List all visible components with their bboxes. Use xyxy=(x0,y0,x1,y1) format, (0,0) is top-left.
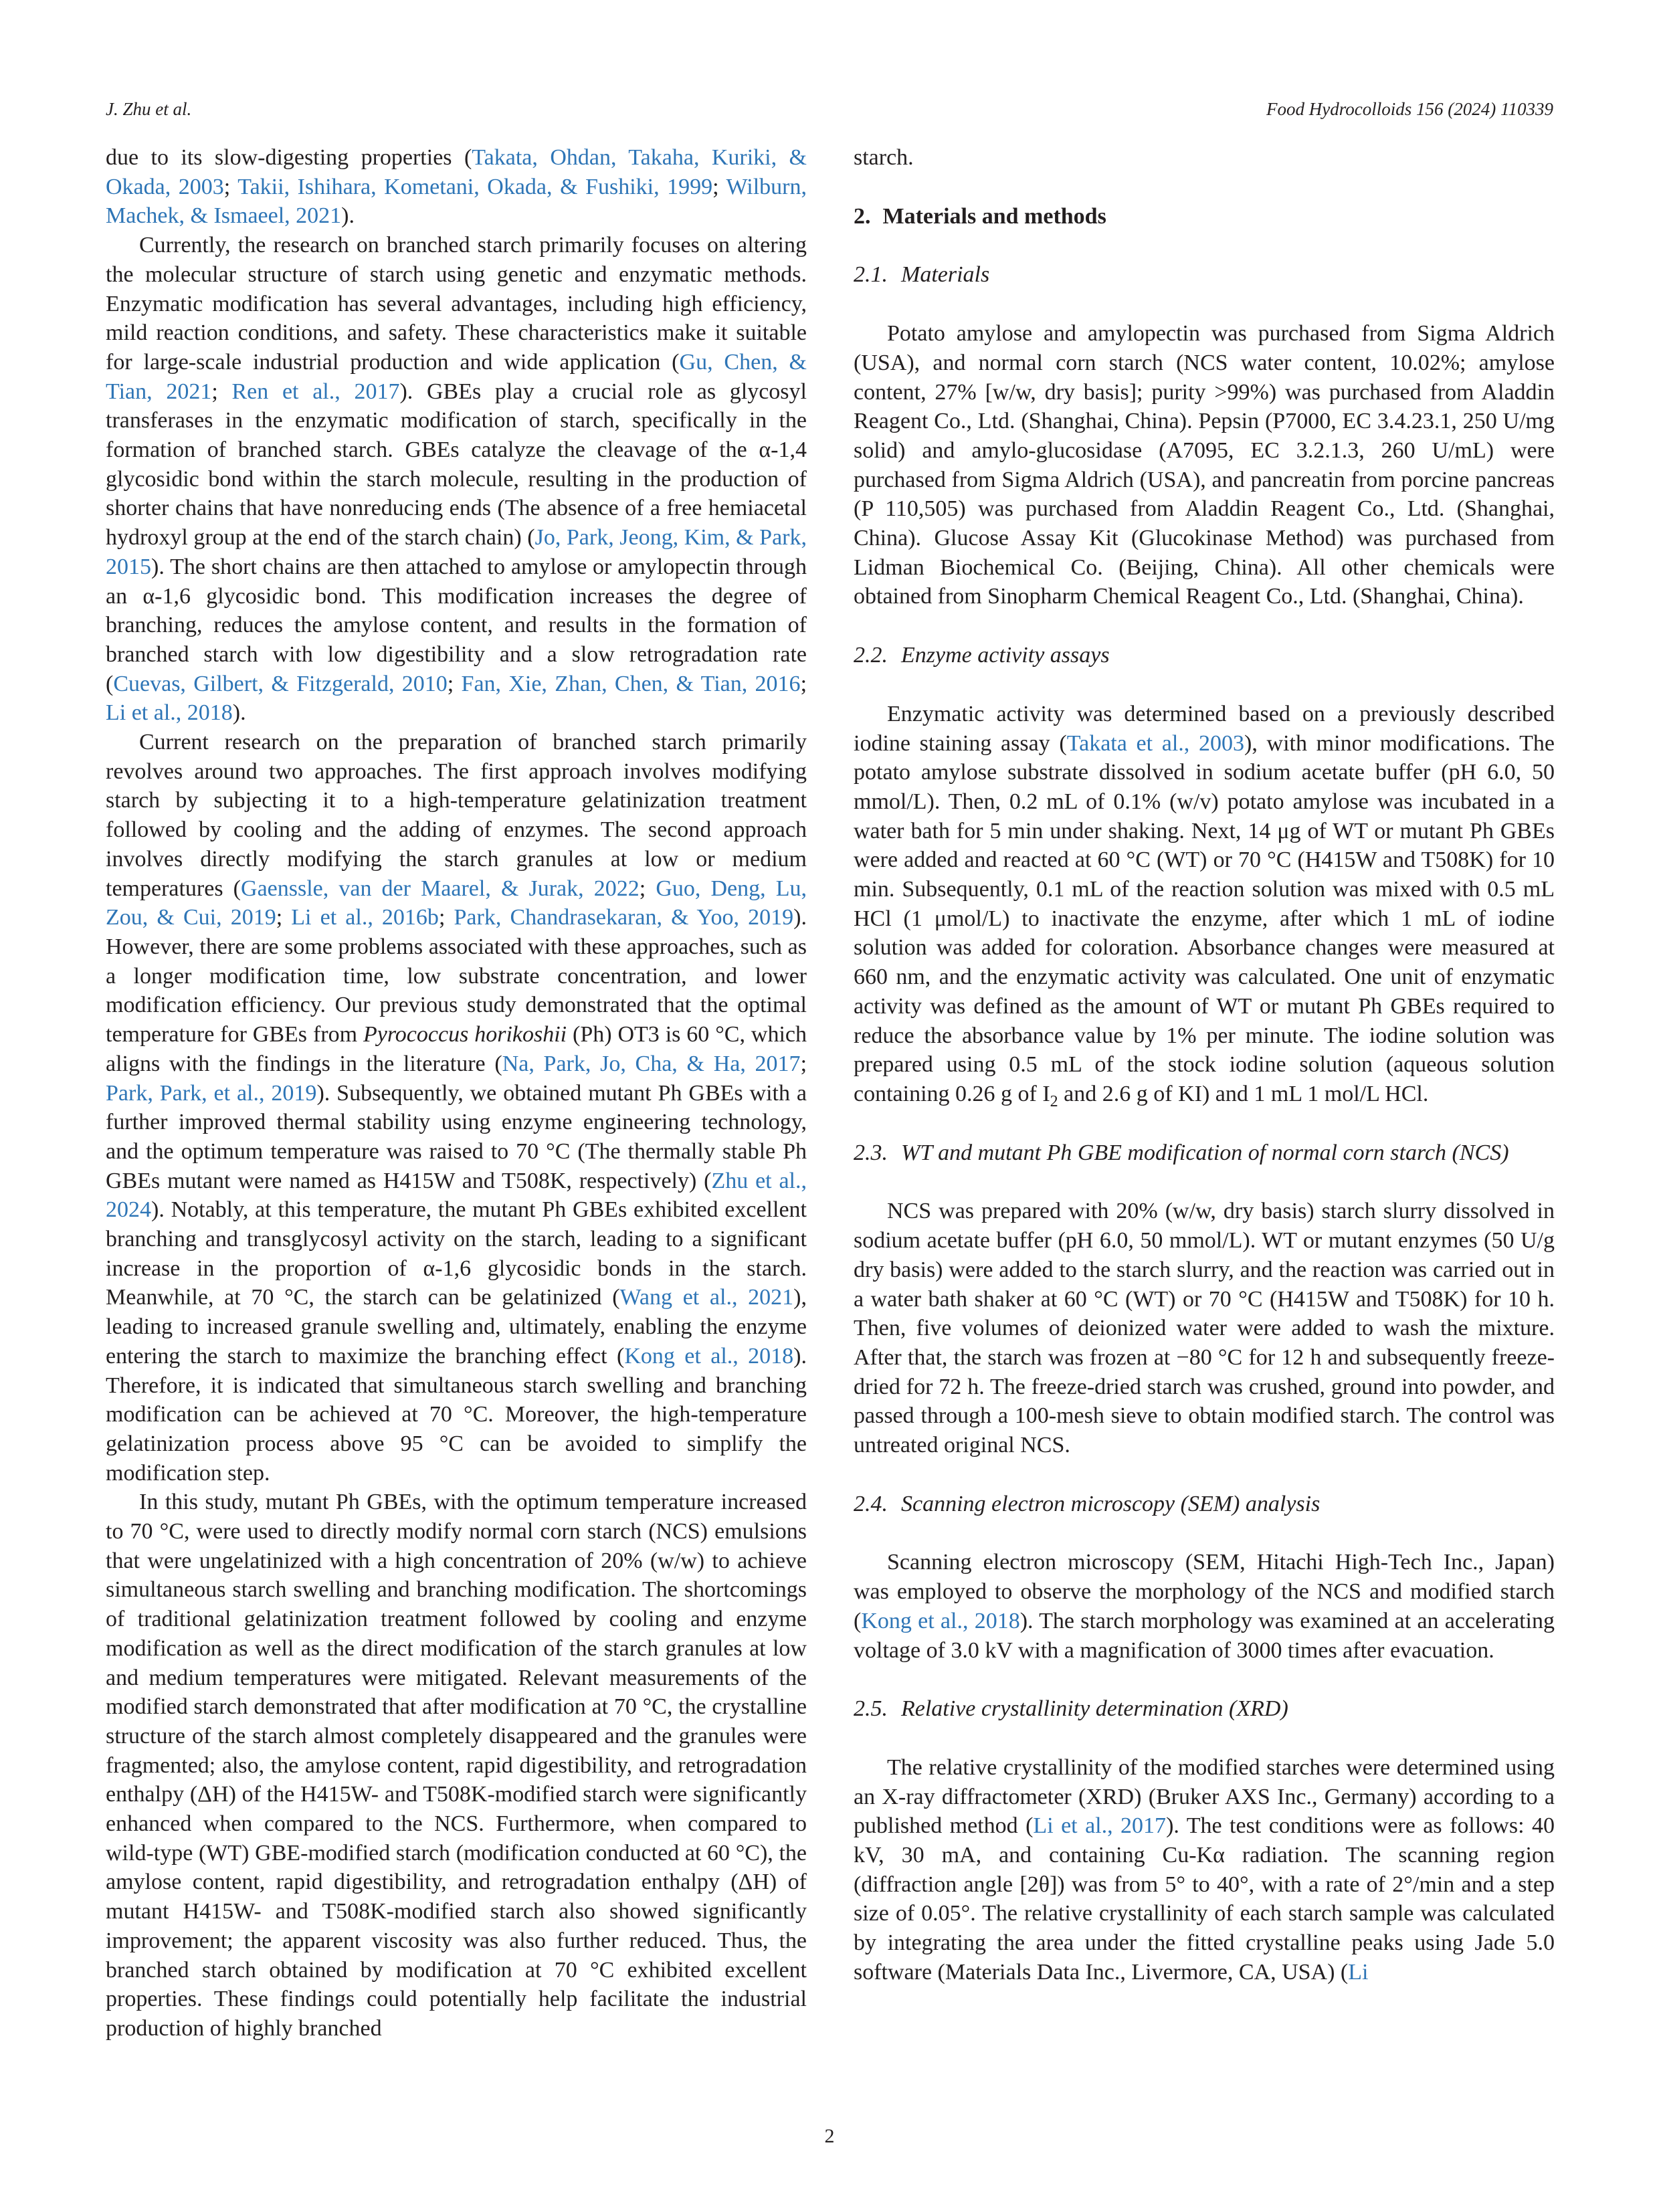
text-run: ; xyxy=(712,174,726,199)
subsection-heading: 2.4. Scanning electron microscopy (SEM) a… xyxy=(854,1490,1555,1519)
citation-link[interactable]: Cuevas, Gilbert, & Fitzgerald, 2010 xyxy=(113,671,448,696)
text-run: ; xyxy=(639,876,656,901)
running-head-author: J. Zhu et al. xyxy=(106,99,192,119)
subsection-heading: 2.3. WT and mutant Ph GBE modification of… xyxy=(854,1138,1555,1168)
text-run: The relative crystallinity of the modifi… xyxy=(854,1754,1555,1839)
paragraph: Enzymatic activity was determined based … xyxy=(854,700,1555,1110)
text-run: Enzymatic activity was determined based … xyxy=(854,701,1555,756)
subsection-heading: 2.1. Materials xyxy=(854,260,1555,290)
section-title: Materials and methods xyxy=(882,203,1106,229)
section-number: 2. xyxy=(854,203,871,229)
text-run: ). Subsequently, we obtained mutant Ph G… xyxy=(106,1080,807,1193)
text-run: Potato amylose and amylopectin was purch… xyxy=(854,321,1555,609)
citation-link[interactable]: Kong et al., 2018 xyxy=(861,1608,1020,1633)
paragraph: Scanning electron microscopy (SEM, Hitac… xyxy=(854,1548,1555,1665)
subsection-heading: 2.2. Enzyme activity assays xyxy=(854,641,1555,670)
paragraph: In this study, mutant Ph GBEs, with the … xyxy=(106,1488,807,2043)
citation-link[interactable]: Na, Park, Jo, Cha, & Ha, 2017 xyxy=(502,1051,801,1076)
text-run: ; xyxy=(211,379,232,404)
text-run: due to its slow-digesting properties ( xyxy=(106,145,472,170)
citation-link[interactable]: Fan, Xie, Zhan, Chen, & Tian, 2016 xyxy=(461,671,801,696)
text-run: Scanning electron microscopy (SEM, Hitac… xyxy=(854,1550,1555,1633)
citation-link[interactable]: Guo, Deng, Lu, Zou, & Cui, 2019 xyxy=(106,876,807,930)
citation-link[interactable]: Gaenssle, van der Maarel, & Jurak, 2022 xyxy=(241,876,640,901)
text-run: ; xyxy=(438,905,454,930)
citation-link[interactable]: Ren et al., 2017 xyxy=(231,379,400,404)
italic-text: Pyrococcus horikoshii xyxy=(363,1022,567,1047)
citation-link[interactable]: Wilburn, Machek, & Ismaeel, 2021 xyxy=(106,174,807,229)
running-head-journal: Food Hydrocolloids 156 (2024) 110339 xyxy=(1266,99,1553,119)
left-column: due to its slow-digesting properties (Ta… xyxy=(106,143,807,2043)
paragraph: Current research on the preparation of b… xyxy=(106,728,807,1488)
text-run: Current research on the preparation of b… xyxy=(106,730,807,901)
text-run: ; xyxy=(447,671,462,696)
text-run: NCS was prepared with 20% (w/w, dry basi… xyxy=(854,1199,1555,1458)
text-run: (Ph) OT3 is 60 °C, which aligns with the… xyxy=(106,1022,807,1076)
text-run: ; xyxy=(223,174,238,199)
citation-link[interactable]: Jo, Park, Jeong, Kim, & Park, 2015 xyxy=(106,525,807,579)
citation-link[interactable]: Takii, Ishihara, Kometani, Okada, & Fush… xyxy=(237,174,713,199)
paragraph: Potato amylose and amylopectin was purch… xyxy=(854,319,1555,611)
text-run: ). The test conditions were as follows: … xyxy=(854,1813,1555,1985)
text-run: ; xyxy=(800,671,807,696)
text-run: and 2.6 g of KI) and 1 mL 1 mol/L HCl. xyxy=(1058,1081,1429,1106)
citation-link[interactable]: Takata, Ohdan, Takaha, Kuriki, & Okada, … xyxy=(106,145,807,199)
text-run: starch. xyxy=(854,145,914,170)
text-run: ). The starch morphology was examined at… xyxy=(854,1608,1555,1663)
citation-link[interactable]: Li et al., 2017 xyxy=(1033,1813,1167,1839)
citation-link[interactable]: Takata et al., 2003 xyxy=(1066,730,1245,756)
page-number: 2 xyxy=(824,2125,835,2147)
citation-link[interactable]: Zhu et al., 2024 xyxy=(106,1168,807,1223)
text-run: ). xyxy=(232,700,246,726)
text-run: In this study, mutant Ph GBEs, with the … xyxy=(106,1490,807,2041)
text-run: ). xyxy=(341,203,355,229)
paragraph: due to its slow-digesting properties (Ta… xyxy=(106,143,807,231)
citation-link[interactable]: Kong et al., 2018 xyxy=(624,1343,794,1369)
subsection-number: 2.1. xyxy=(854,262,888,288)
text-run: ). The short chains are then attached to… xyxy=(106,554,807,696)
subsection-number: 2.3. xyxy=(854,1140,888,1165)
citation-link[interactable]: Park, Park, et al., 2019 xyxy=(106,1080,317,1106)
citation-link[interactable]: Gu, Chen, & Tian, 2021 xyxy=(106,349,807,404)
text-run: ; xyxy=(276,905,292,930)
subsection-title: Enzyme activity assays xyxy=(901,643,1110,668)
section-heading: 2. Materials and methods xyxy=(854,202,1555,231)
subsection-title: WT and mutant Ph GBE modification of nor… xyxy=(901,1140,1509,1165)
subsection-heading: 2.5. Relative crystallinity determination… xyxy=(854,1694,1555,1724)
subsection-number: 2.4. xyxy=(854,1491,888,1516)
subsection-title: Materials xyxy=(901,262,990,288)
paragraph: Currently, the research on branched star… xyxy=(106,231,807,728)
text-run: ; xyxy=(800,1051,807,1076)
text-run: ), with minor modifications. The potato … xyxy=(854,730,1555,1106)
paragraph: starch. xyxy=(854,143,1555,173)
citation-link[interactable]: Li et al., 2016b xyxy=(291,905,439,930)
citation-link[interactable]: Park, Chandrasekaran, & Yoo, 2019 xyxy=(454,905,794,930)
right-column: starch. 2. Materials and methods 2.1. Mate… xyxy=(854,143,1555,1987)
citation-link[interactable]: Li et al., 2018 xyxy=(106,700,233,726)
paragraph: NCS was prepared with 20% (w/w, dry basi… xyxy=(854,1197,1555,1460)
subsection-title: Scanning electron microscopy (SEM) analy… xyxy=(901,1491,1321,1516)
subsection-title: Relative crystallinity determination (XR… xyxy=(901,1696,1288,1722)
subscript-text: 2 xyxy=(1050,1092,1058,1110)
citation-link[interactable]: Wang et al., 2021 xyxy=(619,1285,794,1310)
subsection-number: 2.5. xyxy=(854,1696,888,1722)
text-run: ). However, there are some problems asso… xyxy=(106,905,807,1047)
subsection-number: 2.2. xyxy=(854,643,888,668)
text-run: ). GBEs play a crucial role as glycosyl … xyxy=(106,379,807,550)
text-run: ), leading to increased granule swelling… xyxy=(106,1285,807,1369)
citation-link[interactable]: Li xyxy=(1348,1959,1369,1985)
paragraph: The relative crystallinity of the modifi… xyxy=(854,1753,1555,1987)
text-run: Currently, the research on branched star… xyxy=(106,233,807,375)
text-run: ). Therefore, it is indicated that simul… xyxy=(106,1343,807,1486)
text-run: ). Notably, at this temperature, the mut… xyxy=(106,1197,807,1310)
